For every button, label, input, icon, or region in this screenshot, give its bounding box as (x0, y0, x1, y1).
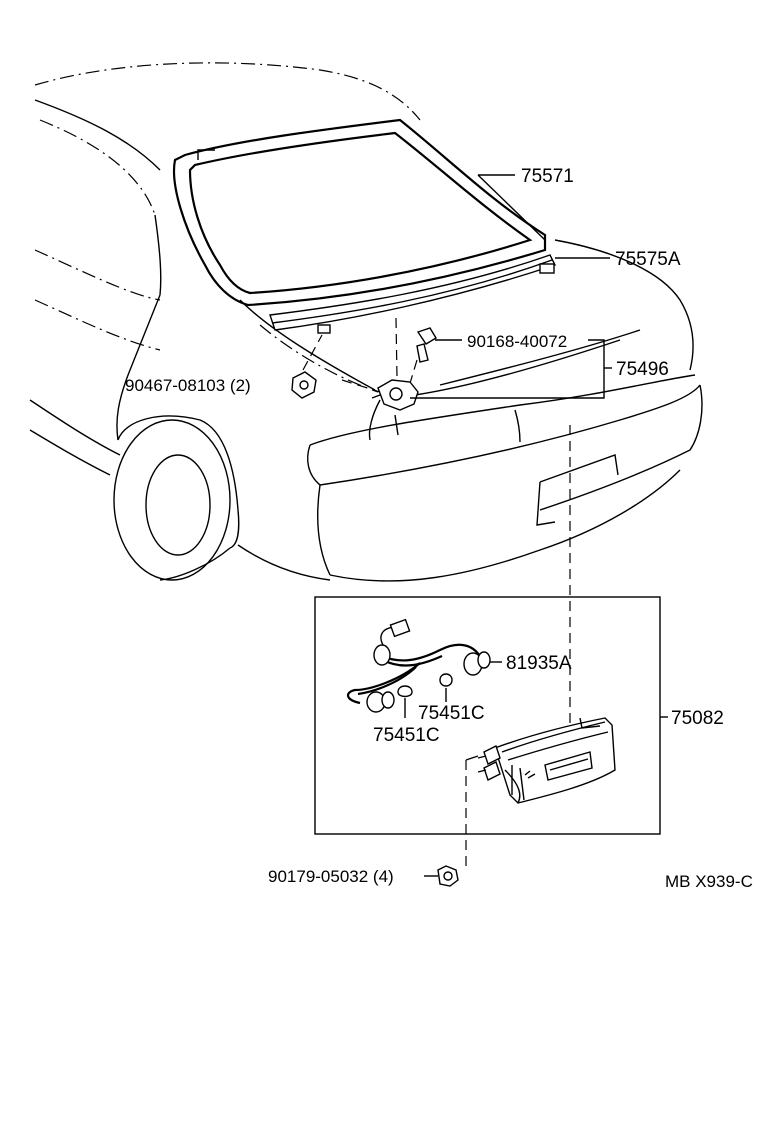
bulb-parts (397, 673, 453, 718)
leader-lines (410, 174, 668, 718)
label-75496: 75496 (616, 359, 669, 380)
wire-harness (347, 618, 491, 713)
label-81935A: 81935A (506, 653, 572, 674)
rear-lamp-unit (477, 717, 616, 804)
label-90467-08103: 90467-08103 (2) (125, 376, 251, 395)
car-body (29, 62, 703, 582)
lamp-detail-box (314, 596, 661, 872)
label-75451C-upper: 75451C (418, 703, 485, 724)
label-75571: 75571 (521, 166, 574, 187)
rear-spoiler (269, 254, 556, 334)
label-75575A: 75575A (615, 249, 681, 270)
lock-assembly (341, 379, 419, 411)
label-90179-05032: 90179-05032 (4) (268, 867, 394, 886)
bolt-part (395, 317, 437, 391)
clip-part (291, 334, 323, 399)
nut-part (424, 865, 459, 887)
label-90168-40072: 90168-40072 (467, 332, 567, 351)
diagram-code: MB X939-C (665, 872, 753, 891)
rear-window-molding (173, 118, 547, 307)
label-75451C-lower: 75451C (373, 725, 440, 746)
label-75082: 75082 (671, 708, 724, 729)
